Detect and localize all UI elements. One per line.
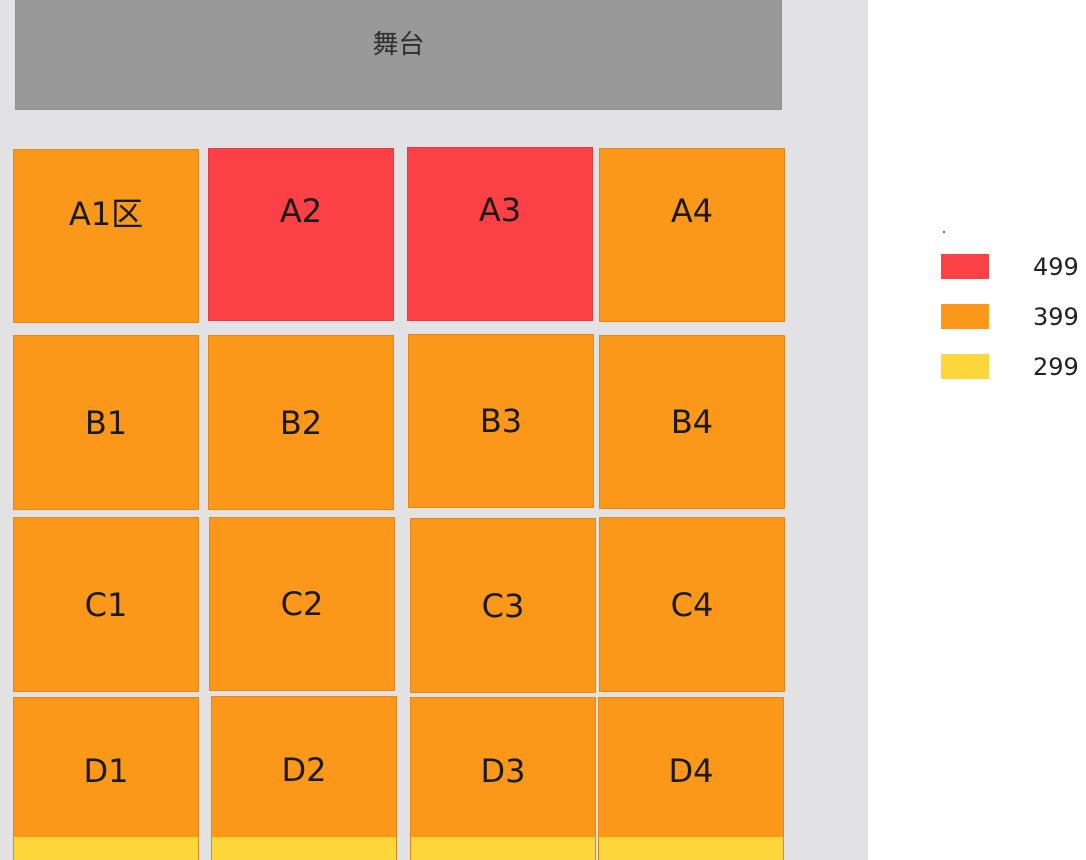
price-swatch-399 <box>941 304 989 329</box>
seat-block-A1[interactable]: A1区 <box>13 149 199 323</box>
seat-block-label: B2 <box>279 403 323 442</box>
seat-block-C4[interactable]: C4 <box>599 517 785 692</box>
legend-label: 499 <box>1033 252 1079 281</box>
seat-block-D2[interactable]: D2 <box>211 696 397 860</box>
price-299-strip <box>212 837 396 860</box>
price-299-strip <box>411 837 595 860</box>
legend-label: 399 <box>1033 302 1079 331</box>
price-legend: 499 399 299 <box>941 252 1079 404</box>
price-swatch-299 <box>941 354 989 379</box>
stage: 舞台 <box>15 0 782 110</box>
seat-block-label: C1 <box>84 585 128 624</box>
price-299-strip <box>14 837 198 860</box>
seat-block-label: C2 <box>280 585 324 623</box>
seat-block-label: B4 <box>670 403 714 441</box>
seat-block-label: C3 <box>481 586 525 625</box>
seat-block-label: B1 <box>84 403 128 442</box>
seat-block-C3[interactable]: C3 <box>410 518 596 693</box>
seat-block-label: A1区 <box>68 195 144 233</box>
seat-block-B3[interactable]: B3 <box>408 334 594 508</box>
seat-block-label: D2 <box>281 751 327 789</box>
legend-item-499[interactable]: 499 <box>941 252 1079 281</box>
seat-block-D3[interactable]: D3 <box>410 697 596 860</box>
seat-block-label: A4 <box>670 192 714 230</box>
decorative-dot <box>943 231 945 233</box>
legend-label: 299 <box>1033 352 1079 381</box>
seat-block-label: D3 <box>480 751 526 790</box>
seat-block-label: D1 <box>83 751 129 790</box>
seat-block-A4[interactable]: A4 <box>599 148 785 322</box>
seat-block-B1[interactable]: B1 <box>13 335 199 510</box>
seat-block-A2[interactable]: A2 <box>208 148 394 321</box>
legend-item-399[interactable]: 399 <box>941 302 1079 331</box>
price-swatch-499 <box>941 254 989 279</box>
seat-block-A3[interactable]: A3 <box>407 147 593 321</box>
seat-block-label: C4 <box>670 585 714 624</box>
seat-map: 舞台 A1区 A2 A3 A4 B1 B2 B3 B4 C1 C2 C3 C4 … <box>0 0 868 860</box>
seat-block-C2[interactable]: C2 <box>209 517 395 691</box>
seat-block-label: A3 <box>478 191 522 229</box>
price-299-strip <box>599 837 783 860</box>
seat-block-B2[interactable]: B2 <box>208 335 394 510</box>
seat-block-label: B3 <box>479 402 523 440</box>
legend-item-299[interactable]: 299 <box>941 352 1079 381</box>
seat-block-D4[interactable]: D4 <box>598 697 784 860</box>
seat-block-label: A2 <box>279 191 323 230</box>
seat-block-C1[interactable]: C1 <box>13 517 199 692</box>
stage-label: 舞台 <box>372 30 425 60</box>
seat-block-B4[interactable]: B4 <box>599 335 785 509</box>
seat-block-label: D4 <box>668 751 714 790</box>
seat-block-D1[interactable]: D1 <box>13 697 199 860</box>
